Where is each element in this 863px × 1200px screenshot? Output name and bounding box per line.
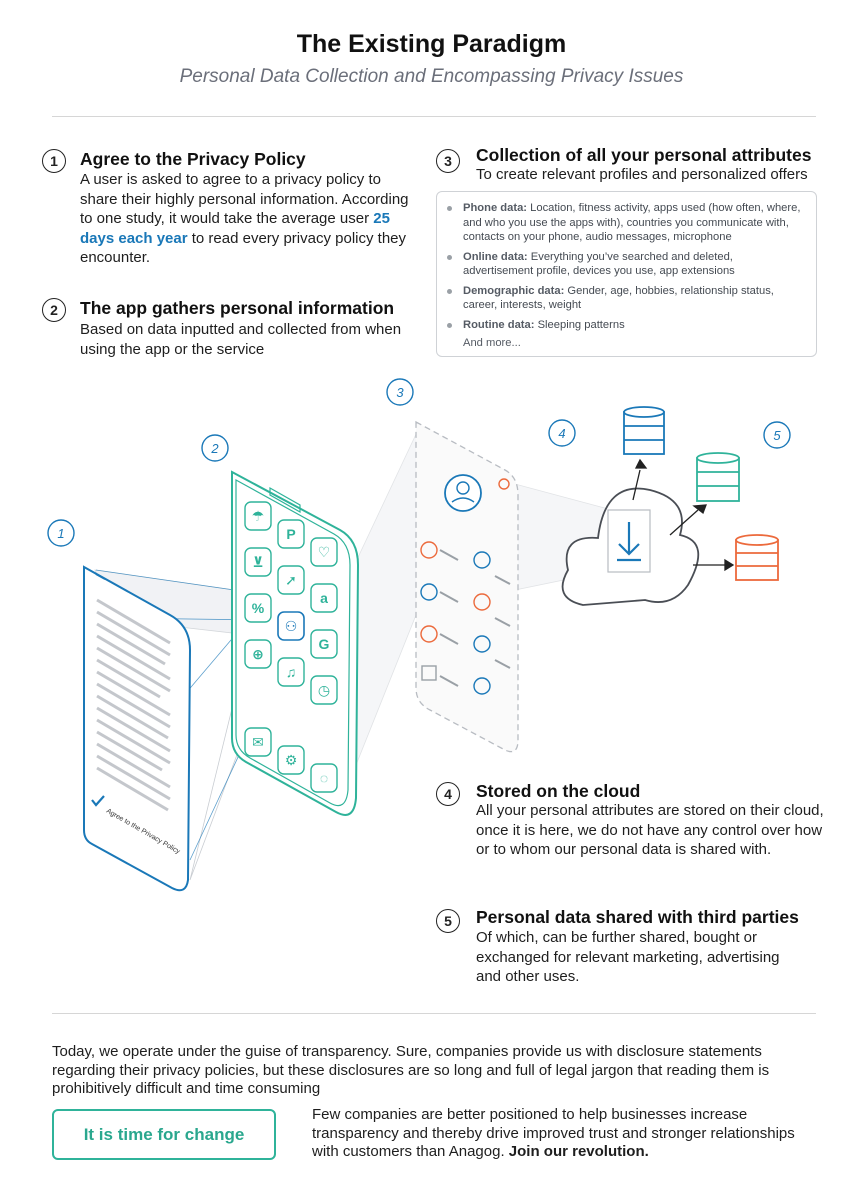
step-5-body: Of which, can be further shared, bought …: [476, 929, 780, 985]
music-icon: ♫: [286, 664, 297, 680]
personal-data-box: Phone data: Location, fitness activity, …: [436, 191, 817, 357]
page-subtitle: Personal Data Collection and Encompassin…: [179, 66, 684, 87]
time-for-change-button[interactable]: It is time for change: [52, 1109, 276, 1160]
percent-icon: %: [252, 600, 265, 616]
data-item-text: Gender, age, hobbies, relationship statu…: [463, 284, 774, 312]
step-4-body: All your personal attributes are stored …: [476, 802, 824, 858]
navigation-icon: ➚: [285, 572, 297, 588]
download-icon: [617, 522, 641, 562]
step-3-body: To create relevant profiles and personal…: [476, 166, 808, 183]
smartphone-apps: ☂ P ♡ ⊻ ➚ a % G ⊕ ♫ ◷ ✉ ⚙ ◌ ⚇: [231, 470, 360, 816]
data-item-label: Online data:: [463, 250, 528, 263]
checkmark-icon: [91, 795, 105, 807]
step-3-heading: Collection of all your personal attribut…: [476, 145, 812, 165]
parking-icon: P: [286, 526, 295, 542]
policy-text-lines: [96, 598, 171, 812]
step-1-number: 1: [42, 149, 66, 173]
data-item-phone: Phone data: Location, fitness activity, …: [447, 201, 806, 245]
amazon-icon: a: [320, 590, 328, 606]
page-title: The Existing Paradigm: [296, 30, 567, 58]
step-1-heading: Agree to the Privacy Policy: [80, 149, 306, 169]
join-revolution-link[interactable]: Join our revolution.: [508, 1143, 649, 1160]
data-item-text: Sleeping patterns: [534, 318, 625, 331]
data-item-online: Online data: Everything you’ve searched …: [447, 250, 806, 279]
google-icon: G: [319, 636, 330, 652]
cloud-storage: [561, 487, 700, 606]
data-item-demographic: Demographic data: Gender, age, hobbies, …: [447, 284, 806, 313]
chat-icon: ◌: [320, 770, 328, 786]
mail-icon: ✉: [252, 734, 264, 750]
illustration-label-4: 4: [558, 426, 565, 441]
cart-icon: ⊻: [252, 554, 263, 570]
data-item-label: Routine data:: [463, 318, 535, 331]
step-1-highlight: 25 days each year: [80, 210, 390, 247]
closing-text: Few companies are better positioned to h…: [312, 1106, 822, 1162]
illustration-labels: 1 2 3 4 5: [47, 378, 791, 547]
gear-icon: ⚙: [285, 752, 298, 768]
share-arrows: [632, 458, 735, 572]
footer-divider: [52, 1013, 816, 1014]
heart-icon: ♡: [318, 544, 331, 560]
step-1-body-text-end: to read every privacy policy they encoun…: [80, 229, 407, 267]
data-item-routine: Routine data: Sleeping patterns: [447, 318, 806, 333]
step-5-number: 5: [436, 909, 460, 933]
data-item-label: Demographic data:: [463, 284, 565, 297]
data-item-text: Everything you’ve searched and deleted, …: [463, 250, 735, 278]
attribute-profile: [415, 420, 519, 753]
step-3-number: 3: [436, 149, 460, 173]
data-flow-illustration: 1 2 3 4 5 Agree to the Privacy Policy: [47, 378, 791, 892]
illustration-label-2: 2: [210, 441, 219, 456]
step-4-heading: Stored on the cloud: [476, 781, 641, 801]
data-more: And more...: [463, 337, 521, 349]
step-4-number: 4: [436, 782, 460, 806]
cloud-rain-icon: ☂: [252, 508, 265, 524]
closing-text-body: Few companies are better positioned to h…: [312, 1106, 795, 1160]
step-2-body: Based on data inputted and collected fro…: [80, 321, 402, 358]
user-icon: [444, 474, 482, 512]
tracker-icon: ⚇: [285, 618, 298, 634]
clock-icon: ◷: [318, 682, 330, 698]
globe-icon: ⊕: [252, 646, 264, 662]
privacy-policy-phone: Agree to the Privacy Policy: [83, 565, 192, 892]
data-item-text: Location, fitness activity, apps used (h…: [463, 202, 801, 243]
illustration-label-3: 3: [396, 385, 404, 400]
footer-paragraph: Today, we operate under the guise of tra…: [52, 1043, 770, 1097]
step-1-body-text: A user is asked to agree to a privacy po…: [80, 171, 409, 227]
data-item-label: Phone data:: [463, 202, 528, 214]
illustration-label-1: 1: [57, 526, 64, 541]
database-icon: [623, 406, 779, 581]
step-5-heading: Personal data shared with third parties: [476, 907, 799, 927]
illustration-label-5: 5: [773, 428, 781, 443]
tracking-app-icon: [277, 611, 305, 641]
step-2-number: 2: [42, 298, 66, 322]
step-2-heading: The app gathers personal information: [80, 298, 395, 318]
step-1-body: A user is asked to agree to a privacy po…: [80, 170, 410, 268]
header-divider: [52, 116, 816, 117]
